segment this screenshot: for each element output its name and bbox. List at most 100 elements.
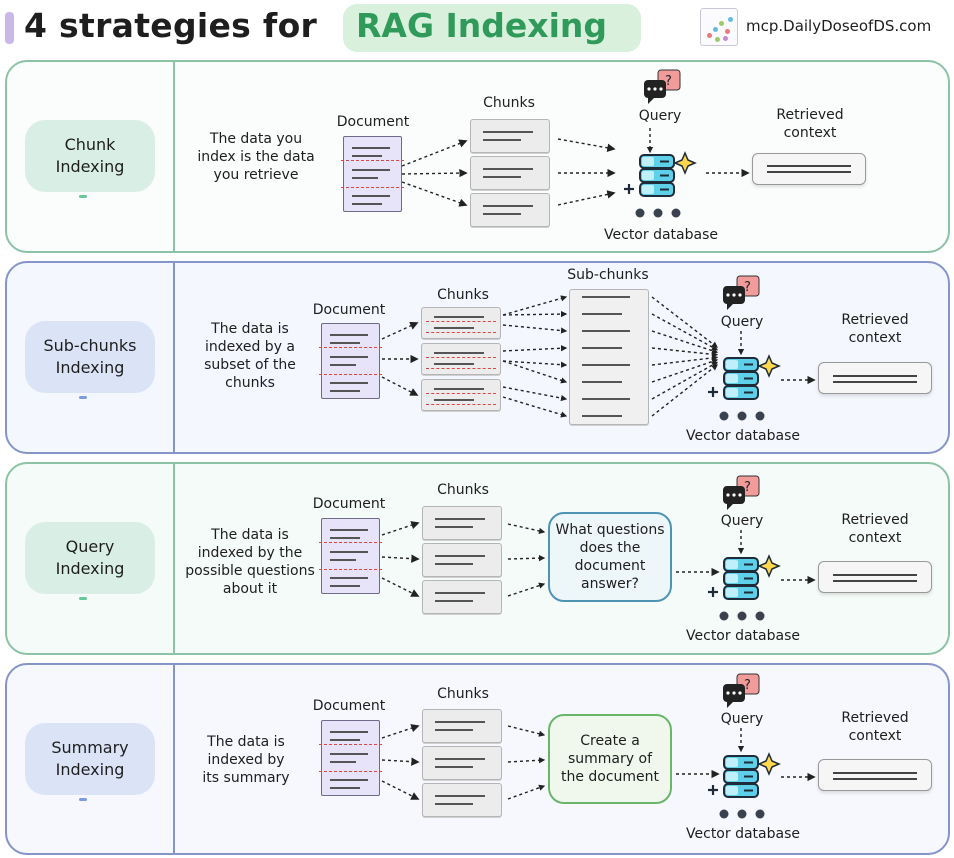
dots-icon xyxy=(719,809,765,819)
question-bubble-icon: ? xyxy=(723,475,760,510)
question-bubble-icon: ? xyxy=(723,673,760,708)
flow-arrow xyxy=(381,376,419,396)
flow-arrow xyxy=(401,139,468,167)
flow-arrow xyxy=(507,757,546,764)
sparkle-icon xyxy=(757,752,781,776)
chunks-label: Chunks xyxy=(437,686,489,702)
strategy-description: The data is indexed by a subset of the c… xyxy=(204,321,296,391)
svg-text:?: ? xyxy=(665,74,672,89)
badge-dot xyxy=(79,396,87,399)
vector-database-icon xyxy=(723,557,759,600)
flow-arrow xyxy=(502,396,568,418)
retrieved-context-label: Retrieved context xyxy=(841,512,909,546)
vector-database-label: Vector database xyxy=(686,628,800,644)
dots-icon xyxy=(719,411,765,421)
flow-arrow xyxy=(502,310,568,318)
dots-icon xyxy=(635,208,681,218)
svg-text:?: ? xyxy=(744,678,751,693)
badge-dot xyxy=(79,597,87,600)
chunk-box xyxy=(422,783,502,817)
flow-arrow xyxy=(507,784,546,800)
flow-arrow xyxy=(651,347,719,358)
vector-database-label: Vector database xyxy=(604,227,718,243)
chunk-box xyxy=(422,543,502,577)
retrieved-context-box xyxy=(818,362,932,394)
retrieved-context-box xyxy=(818,759,932,791)
retrieved-context-label: Retrieved context xyxy=(841,710,909,744)
page-title: 4 strategies for xyxy=(24,6,318,45)
flow-arrow xyxy=(502,324,568,334)
panel-divider xyxy=(173,665,175,853)
dots-icon xyxy=(719,611,765,621)
document-icon xyxy=(319,720,382,796)
badge-dot xyxy=(79,798,87,801)
flow-arrow xyxy=(651,313,719,351)
chunks-label: Chunks xyxy=(437,482,489,498)
chunk-box xyxy=(470,193,550,227)
panel-divider xyxy=(173,62,175,251)
question-bubble-icon: ? xyxy=(723,275,760,310)
flow-arrow xyxy=(381,724,420,739)
flow-arrow xyxy=(401,181,468,207)
flow-arrow xyxy=(651,354,719,366)
query-label: Query xyxy=(720,314,764,330)
sub-chunks-label: Sub-chunks xyxy=(567,267,649,283)
flow-arrow xyxy=(381,521,420,536)
title-highlight-text: RAG Indexing xyxy=(356,6,608,45)
document-label: Document xyxy=(336,114,410,130)
summary-generation-bubble: Create a summary of the document xyxy=(548,714,672,804)
flow-arrow xyxy=(401,168,468,178)
query-label: Query xyxy=(638,108,682,124)
query-label: Query xyxy=(720,711,764,727)
chunk-box xyxy=(422,746,502,780)
sub-chunks-stack xyxy=(569,289,649,425)
strategy-name-badge: Query Indexing xyxy=(25,522,155,594)
site-url: mcp.DailyDoseofDS.com xyxy=(746,17,932,35)
flow-arrow xyxy=(507,725,546,737)
document-icon xyxy=(319,323,382,399)
title-highlight xyxy=(343,4,641,52)
svg-text:?: ? xyxy=(744,280,751,295)
flow-arrow xyxy=(507,523,546,534)
strategy-description: The data you index is the data you retri… xyxy=(197,131,315,183)
document-icon xyxy=(341,136,404,212)
plus-icon xyxy=(624,184,634,194)
document-label: Document xyxy=(312,698,386,714)
flow-arrow xyxy=(557,190,616,206)
sparkle-icon xyxy=(757,354,781,378)
flow-arrow xyxy=(651,364,718,417)
flow-arrow xyxy=(507,554,546,562)
sparkle-icon xyxy=(757,554,781,578)
flow-arrow xyxy=(502,360,568,368)
chunk-box xyxy=(422,506,502,540)
flow-arrow xyxy=(502,345,568,352)
query-label: Query xyxy=(720,513,764,529)
panel-divider xyxy=(173,263,175,452)
flow-arrow xyxy=(381,554,420,563)
vector-database-icon xyxy=(639,154,675,197)
document-label: Document xyxy=(312,496,386,512)
flow-arrow xyxy=(381,577,420,597)
chunk-box xyxy=(421,379,501,411)
strategy-description: The data is indexed by the possible ques… xyxy=(185,527,315,597)
flow-arrow xyxy=(651,358,719,383)
flow-arrow xyxy=(502,360,568,384)
sparkle-icon xyxy=(673,151,697,175)
flow-arrow xyxy=(502,295,568,316)
flow-arrow xyxy=(381,757,420,766)
vector-database-label: Vector database xyxy=(686,428,800,444)
panel-divider xyxy=(173,464,175,653)
vector-database-label: Vector database xyxy=(686,826,800,842)
plus-icon xyxy=(708,587,718,597)
chunk-box xyxy=(422,580,502,614)
strategy-name-badge: Summary Indexing xyxy=(25,723,155,795)
retrieved-context-label: Retrieved context xyxy=(776,107,844,141)
chunk-box xyxy=(470,119,550,153)
vector-database-icon xyxy=(723,357,759,400)
badge-dot xyxy=(79,195,87,198)
chunk-box xyxy=(421,307,501,339)
retrieved-context-box xyxy=(752,153,866,185)
flow-arrow xyxy=(381,321,419,340)
title-accent-bar xyxy=(5,12,14,44)
